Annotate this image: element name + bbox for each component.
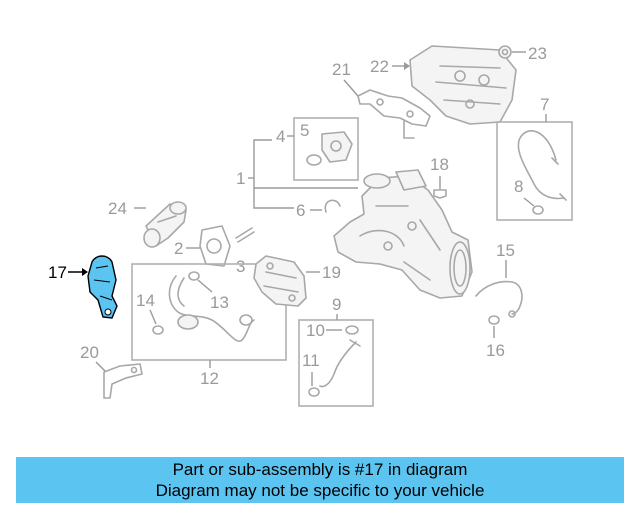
part-3-stud [235,227,255,243]
label-10: 10 [306,321,325,340]
label-3: 3 [236,257,245,276]
part-6-clip [324,199,341,213]
caption-line-2: Diagram may not be specific to your vehi… [155,481,485,500]
label-8: 8 [514,177,523,196]
label-15: 15 [496,241,515,260]
label-1: 1 [236,169,245,188]
part-10-seal [345,325,359,335]
label-6: 6 [296,201,305,220]
part-19-heat-shield [253,255,307,307]
arrow-17 [82,268,88,276]
part-13-seal [188,271,200,281]
part-14-seal [152,325,164,335]
label-2: 2 [174,239,183,258]
label-4: 4 [276,127,285,146]
label-20: 20 [80,343,99,362]
label-11: 11 [302,351,320,370]
part-9-oil-feed-pipe [319,339,361,388]
parts-diagram: 17 22 23 21 7 8 4 5 [48,44,573,407]
box-5 [293,117,359,181]
label-9: 9 [332,295,341,314]
box-12 [131,263,287,361]
part-18-bolt [433,189,447,199]
label-22: 22 [370,57,389,76]
part-20-bracket [103,363,143,399]
box-9 [298,319,374,407]
label-13: 13 [210,293,229,312]
label-5: 5 [300,121,309,140]
part-21-manifold-gasket [357,89,431,139]
part-23-nut [498,45,512,59]
label-23: 23 [528,44,547,63]
label-16: 16 [486,341,505,360]
part-16-seal [488,315,500,325]
label-19: 19 [322,263,341,282]
part-2-gasket [199,225,231,267]
part-7-oil-line [517,130,567,201]
part-15-coolant-line [475,280,523,318]
caption-line-1: Part or sub-assembly is #17 in diagram [172,460,468,479]
part-8-seal [532,205,544,215]
label-17[interactable]: 17 [48,263,67,282]
label-14: 14 [136,291,155,310]
label-18: 18 [430,155,449,174]
label-21: 21 [332,60,351,79]
label-12: 12 [200,369,219,388]
label-7: 7 [540,95,549,114]
part-17-heat-shield[interactable] [87,255,118,319]
part-info-banner: Part or sub-assembly is #17 in diagram D… [16,457,624,503]
label-24: 24 [108,199,127,218]
part-12-oil-return-pipe [168,275,255,342]
part-24-intake-hose [143,201,187,248]
part-1-turbocharger [333,169,473,299]
box-7 [496,121,573,221]
part-11-seal [308,387,320,397]
part-5-coolant-housing [306,131,353,166]
